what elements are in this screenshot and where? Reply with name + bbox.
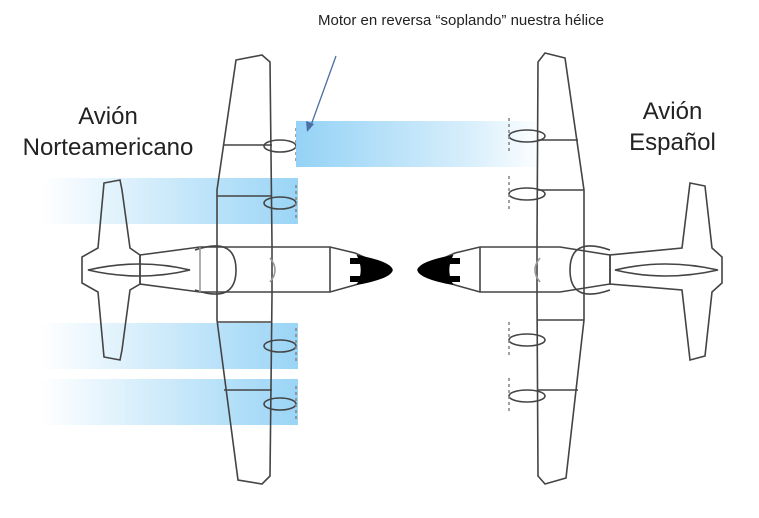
left-nose <box>356 254 393 286</box>
left-airflow-band-3 <box>40 379 298 425</box>
right-fuselage <box>423 246 611 293</box>
left-airflow-band-2 <box>40 323 298 369</box>
right-plane-label: Avión Español <box>620 96 725 158</box>
right-engine-3 <box>508 333 546 347</box>
right-wing <box>536 52 585 485</box>
right-nose <box>417 254 454 286</box>
left-airflow-band-1 <box>40 178 298 224</box>
left-plane-label-line1: Avión <box>78 103 138 130</box>
right-plane <box>296 52 723 485</box>
right-plane-label-line1: Avión <box>642 98 703 125</box>
right-tail <box>609 182 723 362</box>
right-plane-label-line2: Español <box>629 129 716 156</box>
right-engine-4 <box>508 389 546 403</box>
annotation-text: Motor en reversa “soplando” nuestra héli… <box>318 12 604 29</box>
left-plane <box>40 54 393 485</box>
left-tail <box>81 179 141 361</box>
left-plane-label: Avión Norteamericano <box>8 101 208 163</box>
left-fuselage <box>139 246 387 293</box>
right-engine-2 <box>508 187 546 201</box>
left-plane-label-line2: Norteamericano <box>22 134 194 161</box>
left-engine-1 <box>263 139 297 153</box>
left-wing <box>216 54 273 485</box>
annotation-arrow <box>306 55 337 132</box>
right-airflow-band <box>296 121 544 167</box>
